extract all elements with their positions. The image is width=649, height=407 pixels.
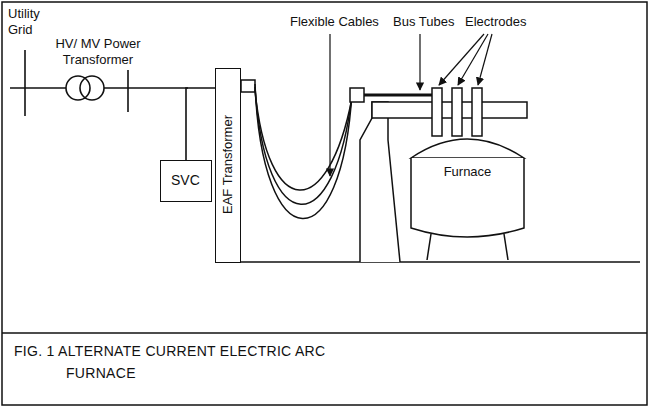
- feeder-line: [104, 87, 188, 89]
- leader-arrow: [478, 34, 492, 85]
- cable-label: Flexible Cables: [290, 14, 390, 30]
- node-text: SVC: [171, 172, 200, 188]
- node-text: EAF Transformer: [220, 115, 235, 214]
- feeder-line: [10, 87, 66, 89]
- leader-arrow: [419, 34, 420, 90]
- furnace-vessel: Furnace: [405, 120, 530, 260]
- cable-clamp: [350, 88, 364, 102]
- furnace-leg: [427, 234, 431, 260]
- transformer-winding: [66, 76, 90, 100]
- transformer-winding: [80, 76, 104, 100]
- furnace-plant: [241, 80, 640, 262]
- svc-box: SVC: [160, 160, 212, 202]
- power-connection: [186, 88, 215, 160]
- mast: [360, 102, 400, 262]
- furnace-shell: [411, 158, 524, 237]
- eaf-transformer-box: EAF Transformer: [215, 68, 241, 263]
- node-text: Furnace: [444, 164, 492, 179]
- electrode: [472, 88, 482, 136]
- grid-bus: [24, 50, 26, 116]
- furnace-leg: [504, 234, 508, 260]
- grid-label: Utility Grid: [8, 6, 60, 38]
- flexible-cable: [255, 90, 352, 190]
- furnace-roof: [411, 139, 524, 158]
- leader-arrow: [329, 34, 330, 176]
- electrode: [432, 88, 442, 136]
- bus-tube-label: Bus Tubes: [393, 14, 463, 30]
- electrode-label: Electrodes: [465, 14, 535, 30]
- transformer-label: HV/ MV Power Transformer: [50, 36, 146, 68]
- leader-arrow: [439, 34, 484, 85]
- leader-arrow: [458, 34, 488, 85]
- floor-line: [241, 261, 640, 263]
- mv-bus: [127, 70, 129, 112]
- furnace-outline: [405, 120, 530, 260]
- electrode-arm: [372, 102, 527, 118]
- electrode: [452, 88, 462, 136]
- flexible-cable: [255, 87, 352, 204]
- flexible-cable: [255, 84, 352, 219]
- cable-terminal: [241, 80, 255, 92]
- figure-caption: FIG. 1 ALTERNATE CURRENT ELECTRIC ARC FU…: [14, 340, 396, 384]
- bus-tube: [364, 94, 432, 97]
- caption-divider: [2, 332, 647, 334]
